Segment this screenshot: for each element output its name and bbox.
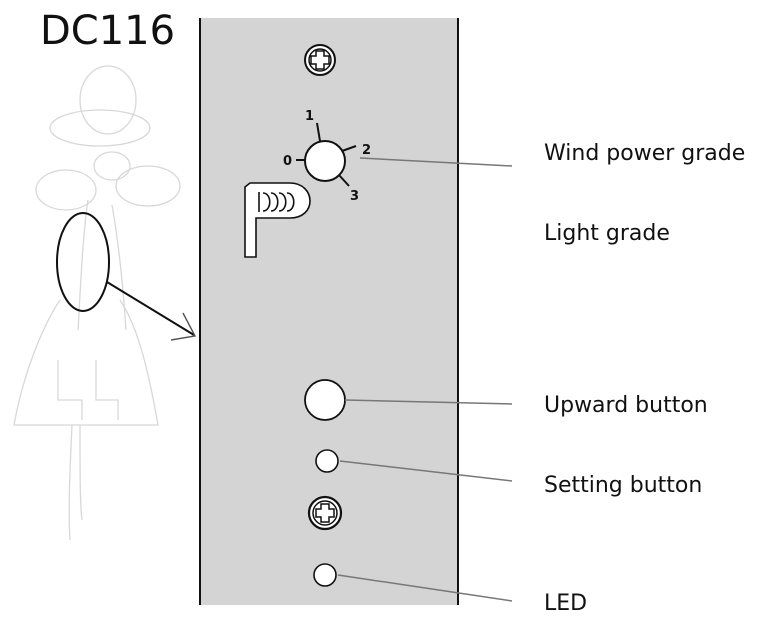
leader-wind-power-grade (359, 157, 513, 167)
upward-button[interactable] (304, 379, 346, 421)
device-sketch (13, 65, 181, 541)
zoom-ellipse (56, 212, 110, 312)
dial-tick-1: 1 (305, 109, 314, 124)
zoom-pointer-arrowhead (170, 312, 197, 341)
label-light-grade: Light grade (544, 221, 670, 246)
wind-power-dial[interactable]: 0 1 2 3 (283, 109, 371, 204)
label-wind-power-grade: Wind power grade (544, 141, 746, 166)
leader-lines (337, 157, 513, 602)
label-upward-button: Upward button (544, 393, 708, 418)
device-model-title: DC116 (40, 8, 176, 54)
label-led: LED (544, 591, 588, 616)
zoom-pointer-line (106, 281, 195, 336)
bottom-screw-icon (307, 495, 343, 531)
label-setting-button: Setting button (544, 473, 703, 498)
top-screw-icon (304, 44, 336, 76)
leader-led (337, 574, 513, 602)
leader-upward-button (344, 399, 513, 405)
dial-tick-0: 0 (283, 154, 292, 169)
led-indicator (313, 563, 337, 587)
dial-tick-2: 2 (362, 143, 371, 158)
leader-setting-button (339, 460, 513, 482)
dial-tick-3: 3 (350, 189, 359, 204)
setting-button[interactable] (315, 449, 339, 473)
wind-symbol-icon (244, 182, 311, 258)
